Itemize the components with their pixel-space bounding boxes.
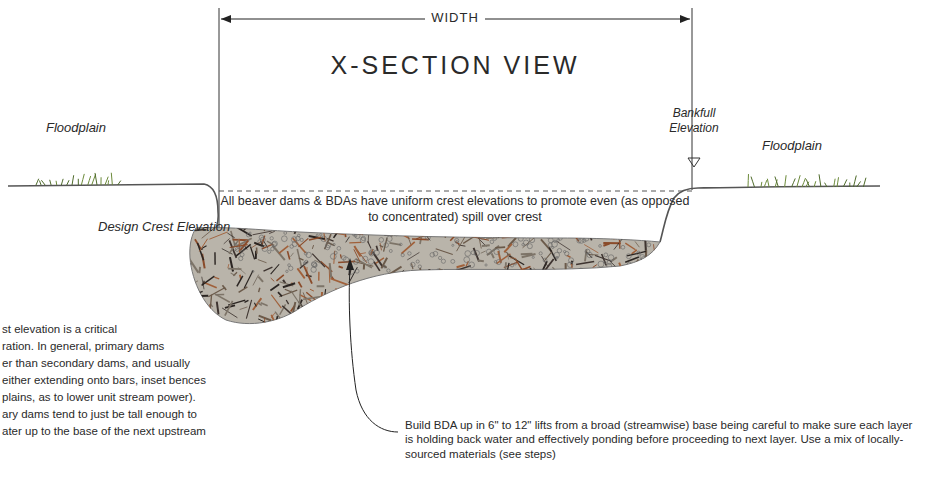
note-text: ater up to the base of the next upstream <box>2 424 206 438</box>
note-text: plains, as to lower unit stream power). <box>2 390 196 404</box>
callout-note: Build BDA up in 6" to 12" lifts from a b… <box>405 418 923 461</box>
note-text: ration. In general, primary dams <box>2 339 164 353</box>
annotation-label: Design Crest Elevation <box>98 219 230 235</box>
leader-line <box>349 268 398 432</box>
dam-material-texture <box>181 226 671 343</box>
dimension-label: WIDTH <box>425 10 485 26</box>
annotation-label: Floodplain <box>762 138 822 154</box>
bda-dam <box>190 227 660 323</box>
leader-arrowhead <box>346 258 354 270</box>
floodplain-grass <box>36 173 866 187</box>
crest-line <box>219 191 692 192</box>
note-text: ary dams tend to just be tall enough to <box>2 407 197 421</box>
note-text: either extending onto bars, inset bences <box>2 373 206 387</box>
annotation-label: Floodplain <box>46 120 106 136</box>
annotation-label: All beaver dams & BDAs have uniform cres… <box>220 194 690 225</box>
channel-profile <box>8 184 880 242</box>
extension-line <box>219 8 220 230</box>
elevation-symbol <box>688 158 700 167</box>
annotation-label: Bankfull Elevation <box>659 106 729 136</box>
note-text: er than secondary dams, and usually <box>2 356 190 370</box>
note-text: st elevation is a critical <box>2 322 117 336</box>
view-title: X-SECTION VIEW <box>331 50 580 81</box>
